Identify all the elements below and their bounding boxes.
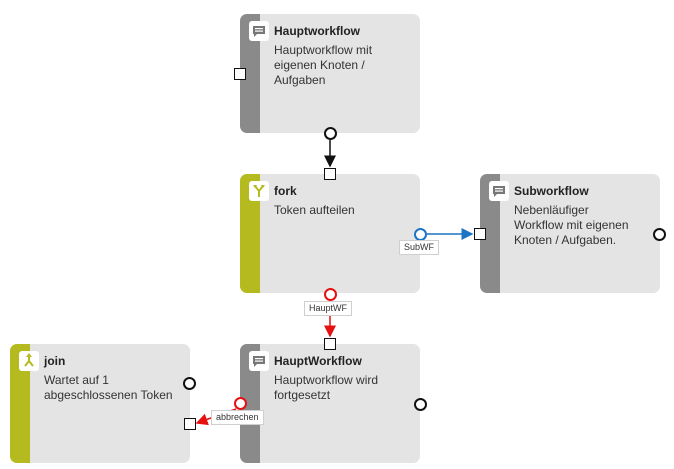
node-strip (240, 344, 260, 463)
node-strip (240, 14, 260, 133)
edge-label-subwf[interactable]: SubWF (399, 240, 440, 255)
output-port-hauptwf[interactable] (324, 288, 337, 301)
node-description: Wartet auf 1 abgeschlossenen Token (44, 373, 173, 402)
node-description: Hauptworkflow wird fortgesetzt (274, 373, 379, 402)
node-description: Nebenläufiger Workflow mit eigenen Knote… (514, 203, 629, 247)
comment-icon (249, 21, 269, 41)
node-description: Hauptworkflow mit eigenen Knoten / Aufga… (274, 43, 373, 87)
node-fork[interactable]: fork Token aufteilen (240, 174, 420, 293)
input-port[interactable] (474, 228, 486, 240)
input-port[interactable] (184, 418, 196, 430)
node-title: fork (274, 184, 297, 198)
node-title: join (44, 354, 66, 368)
output-port[interactable] (414, 398, 427, 411)
edge-label-abbrechen[interactable]: abbrechen (211, 410, 264, 425)
output-port[interactable] (653, 228, 666, 241)
input-port[interactable] (324, 338, 336, 350)
node-strip (240, 174, 260, 293)
fork-icon (249, 181, 269, 201)
output-port-abbrechen[interactable] (234, 397, 247, 410)
output-port[interactable] (183, 377, 196, 390)
comment-icon (489, 181, 509, 201)
node-hauptworkflow-continued[interactable]: HauptWorkflow Hauptworkflow wird fortges… (240, 344, 420, 463)
node-title: Hauptworkflow (274, 24, 360, 38)
comment-icon (249, 351, 269, 371)
node-join[interactable]: join Wartet auf 1 abgeschlossenen Token (10, 344, 190, 463)
input-port[interactable] (324, 168, 336, 180)
node-hauptworkflow[interactable]: Hauptworkflow Hauptworkflow mit eigenen … (240, 14, 420, 133)
output-port[interactable] (324, 127, 337, 140)
edge-label-hauptwf[interactable]: HauptWF (304, 301, 353, 316)
node-title: HauptWorkflow (274, 354, 362, 368)
join-icon (19, 351, 39, 371)
node-subworkflow[interactable]: Subworkflow Nebenläufiger Workflow mit e… (480, 174, 660, 293)
node-title: Subworkflow (514, 184, 589, 198)
input-port[interactable] (234, 68, 246, 80)
node-strip (10, 344, 30, 463)
node-description: Token aufteilen (274, 203, 355, 217)
node-strip (480, 174, 500, 293)
